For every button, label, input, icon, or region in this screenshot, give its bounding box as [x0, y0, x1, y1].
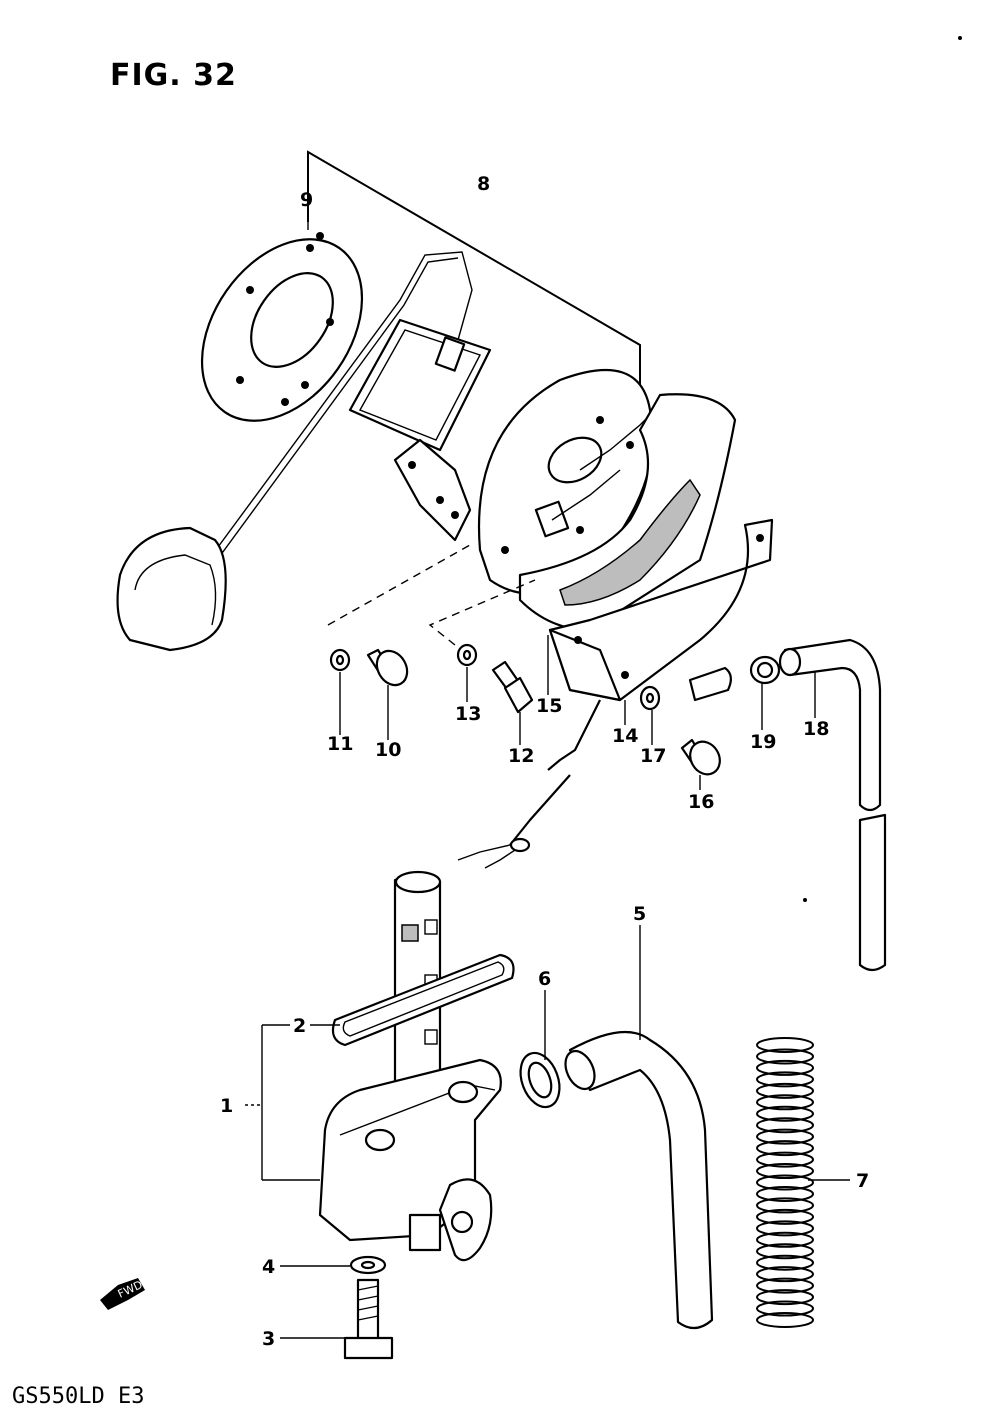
spring-coil: [756, 1231, 814, 1248]
spring-coil: [756, 1082, 814, 1099]
spring-coil: [756, 1094, 814, 1111]
spring-coil: [756, 1105, 814, 1122]
float-arm: [189, 251, 473, 591]
callout-1: 1: [220, 1095, 233, 1117]
callout-13: 13: [455, 703, 481, 725]
callout-15: 15: [536, 695, 562, 717]
callout-7: 7: [856, 1170, 869, 1192]
spring-coil: [756, 1059, 814, 1076]
gasket-part-9: [200, 232, 364, 422]
fuel-cock-part-1: [318, 870, 515, 1262]
callout-16: 16: [688, 791, 714, 813]
wire-harness: [457, 699, 601, 869]
spring-coil: [756, 1289, 814, 1306]
spring-coil: [756, 1048, 814, 1065]
callout-19: 19: [750, 731, 776, 753]
spring-coil: [756, 1185, 814, 1202]
dashed-leader-lines: [327, 544, 536, 646]
callout-2: 2: [293, 1015, 306, 1037]
gauge-plate: [478, 368, 661, 595]
spring-coil: [756, 1140, 814, 1157]
scan-speck: [803, 898, 807, 902]
callout-leaders: [245, 210, 850, 1339]
spring-coil: [756, 1208, 814, 1225]
washer-part-11: [329, 648, 351, 672]
callout-5: 5: [633, 903, 646, 925]
spring-coil: [756, 1163, 814, 1180]
callout-6: 6: [538, 968, 551, 990]
spring-coil: [756, 1117, 814, 1134]
callout-14: 14: [612, 725, 638, 747]
cover-part-14: [548, 518, 774, 702]
callout-labels: 1 2 3 4 5 6 7 8 9 10 11 12 13 14 15 16 1…: [220, 173, 869, 1350]
spring-coil: [756, 1071, 814, 1088]
spring-coil: [756, 1243, 814, 1260]
callout-4: 4: [262, 1256, 275, 1278]
clip-part-19: [749, 655, 781, 685]
scan-speck: [958, 36, 962, 40]
callout-8: 8: [477, 173, 490, 195]
spring-coil: [756, 1151, 814, 1168]
screw-part-10: [366, 648, 409, 687]
callout-11: 11: [327, 733, 353, 755]
figure-title: FIG. 32: [110, 58, 237, 93]
float: [116, 526, 227, 652]
spring-coil: [756, 1220, 814, 1237]
spring-coil: [756, 1266, 814, 1283]
spring-coil: [756, 1277, 814, 1294]
callout-10: 10: [375, 739, 401, 761]
spring-coil: [756, 1312, 814, 1328]
clamp-part-6: [519, 1051, 561, 1109]
drain-tube-stub: [688, 666, 732, 702]
front-direction-arrow: FWD: [100, 1278, 145, 1310]
washer-part-17: [639, 685, 661, 711]
callout-17: 17: [640, 745, 666, 767]
model-code: GS550LD E3: [12, 1384, 145, 1409]
screw-part-16: [680, 738, 721, 776]
hose-part-5: [564, 1030, 714, 1330]
spring-coil: [756, 1037, 814, 1053]
callout-9: 9: [300, 189, 313, 211]
callout-12: 12: [508, 745, 534, 767]
assembly-bracket-8: [307, 150, 641, 390]
bolt-part-3: [343, 1278, 394, 1360]
hose-part-18: [778, 638, 887, 972]
spring-part-7: [756, 1037, 814, 1328]
sender-unit: [348, 318, 492, 542]
washer-part-4: [349, 1255, 387, 1275]
spring-coil: [756, 1197, 814, 1214]
spring-coil: [756, 1174, 814, 1191]
callout-18: 18: [803, 718, 829, 740]
bolt-part-12: [491, 660, 534, 714]
spring-coil: [756, 1300, 814, 1317]
washer-part-13: [456, 643, 478, 667]
callout-3: 3: [262, 1328, 275, 1350]
spring-coil: [756, 1128, 814, 1145]
spring-coil: [756, 1254, 814, 1271]
